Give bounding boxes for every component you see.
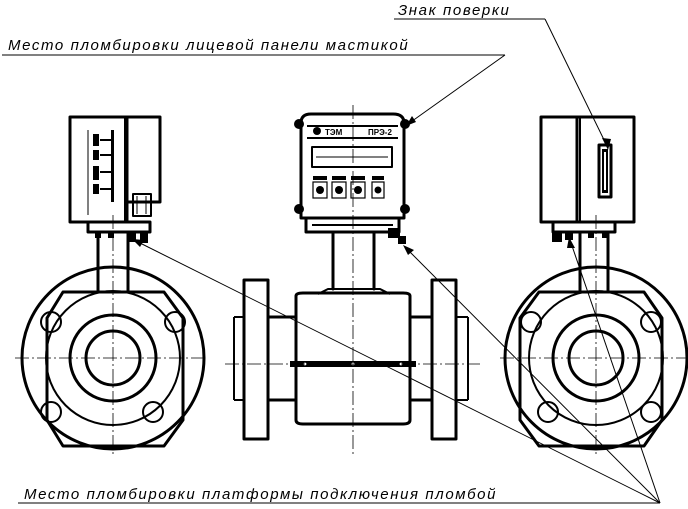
sensor-body [294, 291, 412, 426]
panel-screw [294, 119, 304, 129]
panel-screw [400, 119, 410, 129]
bolt-hole [164, 311, 186, 333]
verification-mark-plate [597, 143, 613, 199]
flowmeter-front-view: ТЭМ ПРЭ-2 [225, 105, 480, 455]
bolt-hole [40, 401, 62, 423]
leader-lines [132, 18, 661, 504]
label-front-panel-seal: Место пломбировки лицевой панели мастико… [2, 37, 505, 56]
bolt-hole [640, 401, 662, 423]
flange-right [430, 278, 458, 441]
bolt-hole [40, 311, 62, 333]
bolt-hole [537, 401, 559, 423]
bolt-hole [520, 311, 542, 333]
label-verification-mark: Знак поверки [394, 2, 545, 20]
label-platform-seal: Место пломбировки платформы подключения … [18, 486, 660, 504]
label-front-panel-seal-text: Место пломбировки лицевой панели мастико… [8, 37, 409, 54]
panel-screw [294, 204, 304, 214]
brand-text: ТЭМ [325, 128, 343, 137]
model-text: ПРЭ-2 [368, 128, 392, 137]
label-platform-seal-text: Место пломбировки платформы подключения … [24, 486, 497, 503]
panel-screw [400, 204, 410, 214]
flowmeter-right-view [500, 115, 688, 455]
flange-left [242, 278, 270, 441]
keypad [312, 181, 385, 199]
brand-logo-icon [313, 127, 321, 135]
bolt-hole [142, 401, 164, 423]
display-window [311, 146, 393, 168]
bolt-hole [640, 311, 662, 333]
label-verification-mark-text: Знак поверки [398, 2, 510, 19]
flowmeter-left-view [15, 115, 206, 455]
connection-platform [551, 220, 617, 234]
connection-platform [86, 220, 152, 234]
